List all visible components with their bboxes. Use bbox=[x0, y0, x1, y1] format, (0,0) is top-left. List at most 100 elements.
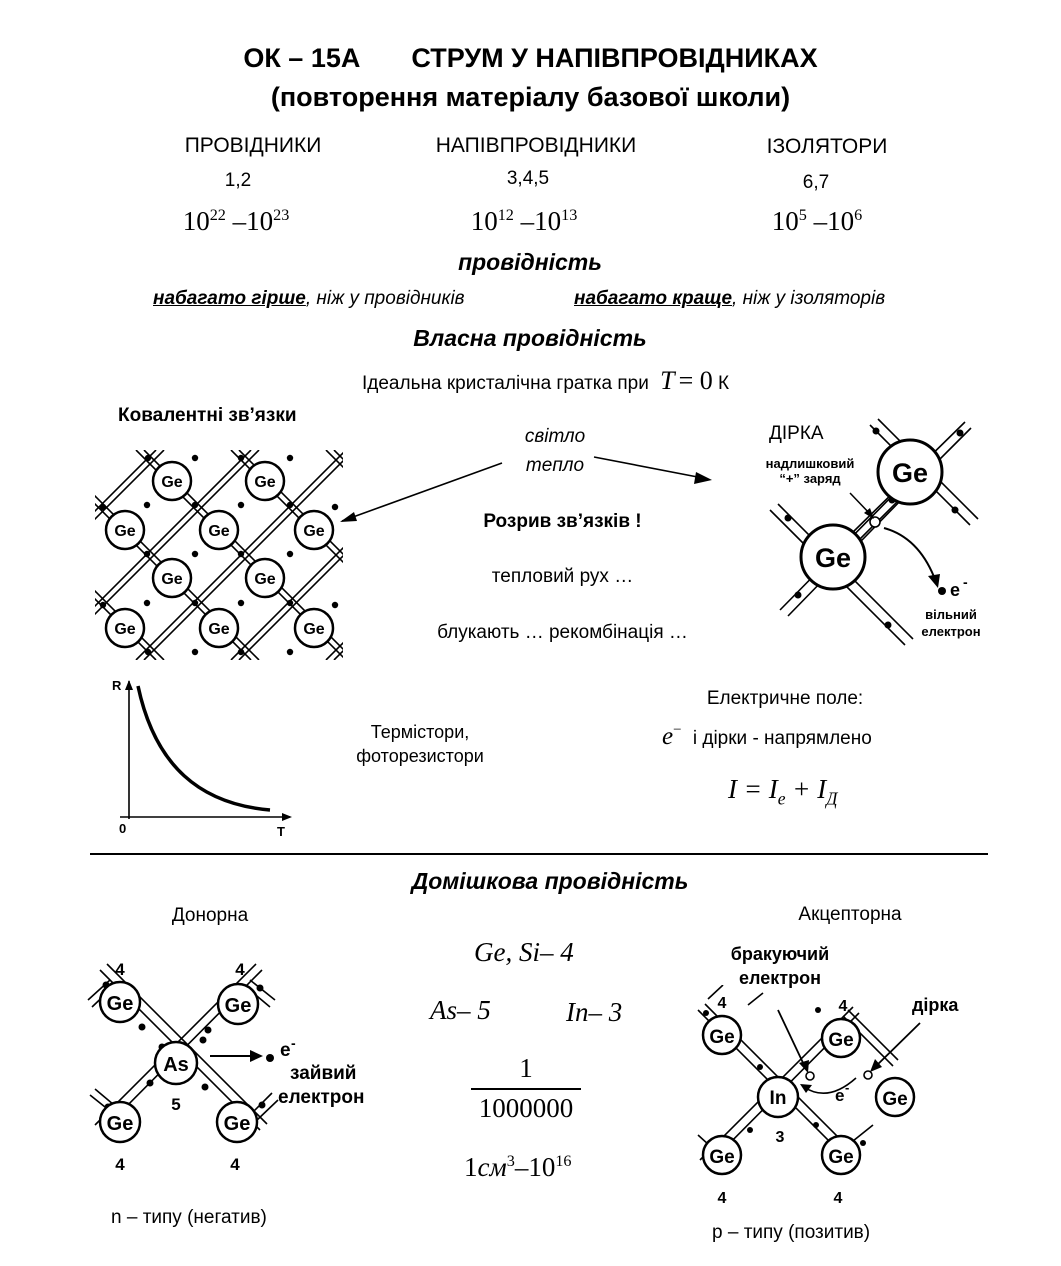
bond-electron-dot bbox=[191, 648, 199, 656]
page-title: ОК – 15А СТРУМ У НАПІВПРОВІДНИКАХ bbox=[0, 43, 1061, 74]
ge-atom-label: Ge bbox=[114, 621, 135, 638]
svg-text:-: - bbox=[291, 1035, 296, 1051]
p-type-label: p – типу (позитив) bbox=[712, 1222, 871, 1243]
bond-electron-dot bbox=[237, 599, 245, 607]
bond-electron-dot bbox=[191, 550, 199, 558]
covalent-bonds-label: Ковалентні зв’язки bbox=[118, 405, 297, 426]
ge-atom-label: Ge bbox=[208, 621, 229, 638]
insulators-range: 105 –106 bbox=[771, 206, 863, 236]
graph-y-label: R bbox=[112, 678, 122, 693]
bond-electron-dot bbox=[286, 501, 294, 509]
semiconductors-label: НАПІВПРОВІДНИКИ bbox=[435, 134, 637, 157]
ge-atom-label: Ge bbox=[114, 523, 135, 540]
bond-break-text: Розрив зв’язків ! bbox=[483, 511, 642, 532]
bond-electron-dot bbox=[144, 648, 152, 656]
current-formula: I = Ie + IД bbox=[728, 774, 838, 809]
semiconductors-numbers: 3,4,5 bbox=[506, 168, 550, 189]
bond-electron-dot bbox=[286, 599, 294, 607]
acceptor-diagram: Ge Ge In Ge Ge Ge e - 4 4 3 4 4 bbox=[697, 985, 921, 1207]
ge-atom-label: Ge bbox=[161, 474, 182, 491]
bond-electron-dot bbox=[237, 648, 245, 656]
graph-origin: 0 bbox=[119, 821, 126, 836]
heat-label: тепло bbox=[525, 455, 585, 476]
hole-label: ДІРКА bbox=[769, 423, 824, 444]
thermal-motion-text: тепловий рух … bbox=[491, 566, 634, 587]
as-valence: As– 5 bbox=[430, 995, 491, 1025]
recombination-text: блукають … рекомбінація … bbox=[437, 622, 688, 643]
donor-diagram: Ge Ge As Ge Ge 4 4 5 4 4 e - bbox=[87, 960, 296, 1174]
bond-electron-dot bbox=[143, 599, 151, 607]
bond-electron-dot bbox=[99, 601, 107, 609]
page-subtitle: (повторення матеріалу базової школи) bbox=[270, 82, 791, 112]
ge-atom bbox=[244, 557, 286, 599]
ideal-lattice-text: Ідеальна кристалічна гратка при T= 0 К bbox=[362, 366, 730, 395]
svg-text:Ge: Ge bbox=[107, 1113, 134, 1135]
svg-text:Ge: Ge bbox=[225, 995, 252, 1017]
hole-small-label: дірка bbox=[912, 995, 959, 1015]
ge-atom-label: Ge bbox=[303, 621, 324, 638]
electric-field-heading: Електричне поле: bbox=[706, 688, 864, 709]
svg-text:4: 4 bbox=[839, 998, 848, 1015]
semiconductors-range: 1012 –1013 bbox=[470, 206, 578, 236]
ge-atom-label: Ge bbox=[208, 523, 229, 540]
bond-electron-dot bbox=[99, 503, 107, 511]
section-divider bbox=[90, 853, 988, 855]
impurity-heading: Домішкова провідність bbox=[411, 868, 689, 894]
bond-electron-dot bbox=[331, 503, 339, 511]
bond-electron-dot bbox=[143, 550, 151, 558]
conductors-range: 1022 –1023 bbox=[182, 206, 290, 236]
ge-atom bbox=[244, 460, 286, 502]
ge-atom bbox=[293, 509, 335, 551]
bond-electron-dot bbox=[286, 454, 294, 462]
fraction-denominator: 1000000 bbox=[478, 1093, 574, 1123]
excess-charge-label: надлишковий“+” заряд bbox=[765, 456, 855, 486]
svg-text:Ge: Ge bbox=[882, 1089, 907, 1110]
light-label: світло bbox=[524, 426, 586, 447]
in-valence: In– 3 bbox=[566, 997, 623, 1027]
svg-text:Ge: Ge bbox=[224, 1113, 251, 1135]
resistance-temperature-graph: R 0 T bbox=[112, 678, 292, 839]
svg-text:4: 4 bbox=[718, 1190, 727, 1207]
svg-text:3: 3 bbox=[776, 1129, 785, 1146]
svg-text:-: - bbox=[845, 1080, 849, 1095]
ge-atom bbox=[151, 460, 193, 502]
hole-formation-diagram: Ge Ge e - bbox=[769, 418, 979, 646]
svg-text:-: - bbox=[963, 574, 968, 590]
svg-text:4: 4 bbox=[718, 995, 727, 1012]
svg-text:4: 4 bbox=[115, 1155, 125, 1174]
svg-text:4: 4 bbox=[230, 1155, 240, 1174]
bond-electron-dot bbox=[143, 501, 151, 509]
bond-electron-dot bbox=[191, 501, 199, 509]
title-code: ОК – 15А bbox=[243, 43, 361, 73]
svg-text:e: e bbox=[950, 580, 960, 600]
resistance-curve bbox=[136, 685, 271, 812]
ge-atom-label: Ge bbox=[254, 474, 275, 491]
svg-text:4: 4 bbox=[235, 960, 245, 979]
excitation-arrows bbox=[340, 456, 712, 522]
svg-text:e: e bbox=[280, 1040, 291, 1061]
ge-atom-label: Ge bbox=[254, 571, 275, 588]
svg-text:Ge: Ge bbox=[709, 1027, 734, 1048]
svg-text:Ge: Ge bbox=[828, 1030, 853, 1051]
ge-si-valence: Ge, Si– 4 bbox=[474, 937, 574, 967]
n-type-label: n – типу (негатив) bbox=[111, 1207, 267, 1228]
svg-text:e: e bbox=[835, 1086, 844, 1105]
worse-than-conductors: набагато гірше, ніж у провідників bbox=[153, 288, 465, 309]
bond-electron-dot bbox=[191, 454, 199, 462]
svg-text:5: 5 bbox=[171, 1095, 180, 1114]
ge-atom bbox=[198, 607, 240, 649]
svg-text:Ge: Ge bbox=[815, 543, 851, 573]
donor-label: Донорна bbox=[171, 905, 249, 926]
conductors-label: ПРОВІДНИКИ bbox=[184, 134, 322, 157]
svg-text:As: As bbox=[163, 1054, 189, 1076]
better-than-insulators: набагато краще, ніж у ізоляторів bbox=[574, 288, 886, 309]
intrinsic-heading: Власна провідність bbox=[413, 325, 647, 351]
concentration-formula: 1см3–1016 bbox=[464, 1152, 572, 1182]
svg-text:Ge: Ge bbox=[107, 993, 134, 1015]
ge-atom bbox=[198, 509, 240, 551]
insulators-numbers: 6,7 bbox=[802, 172, 830, 193]
bond-electron-dot bbox=[286, 550, 294, 558]
